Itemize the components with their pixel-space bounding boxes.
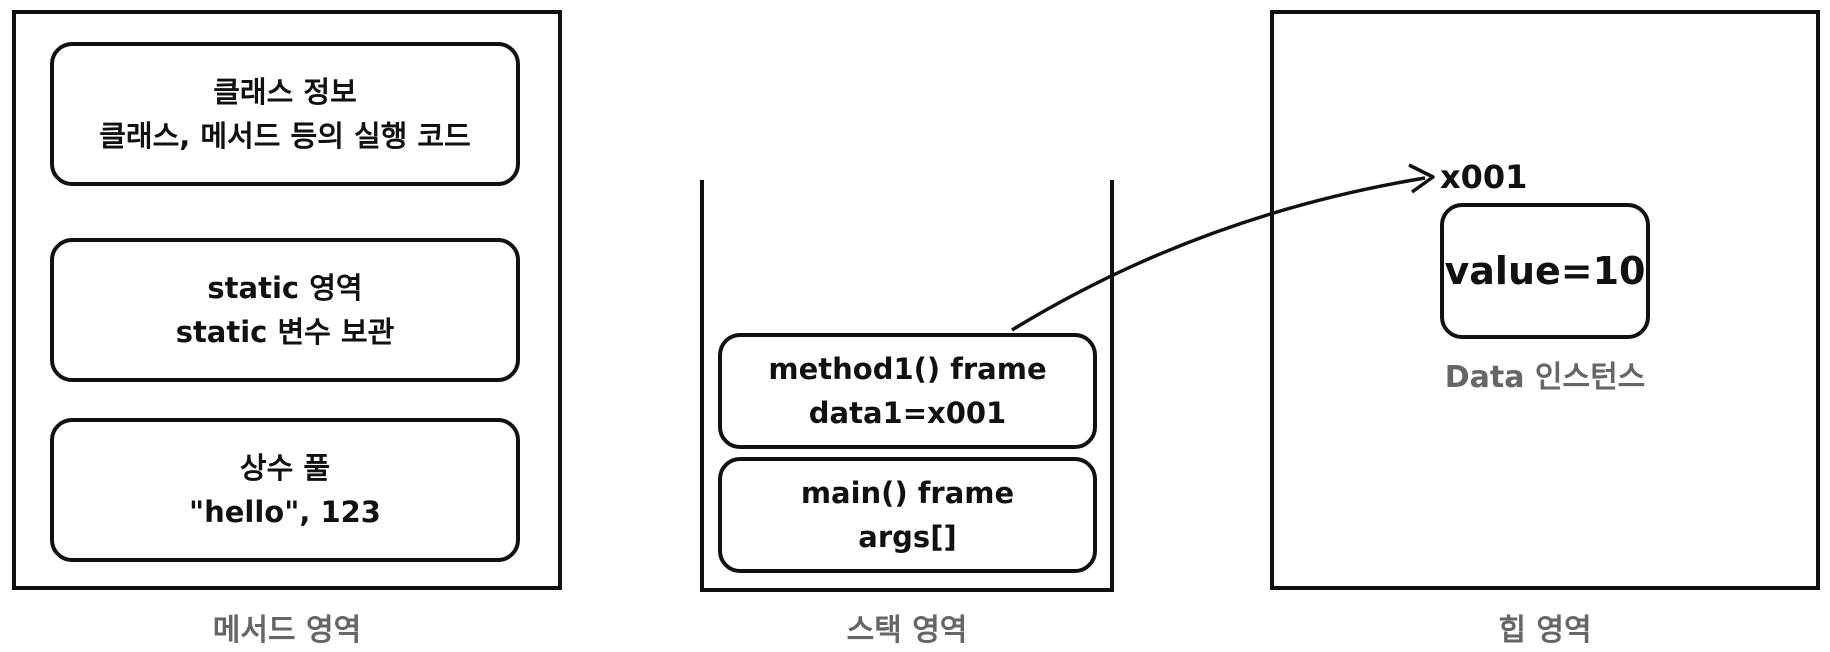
data-instance-box: value=10 xyxy=(1440,203,1650,339)
static-area-box: static 영역 static 변수 보관 xyxy=(50,238,520,382)
frame-method1-var: data1=x001 xyxy=(808,396,1007,430)
stack-container xyxy=(700,180,1114,592)
data-instance-caption: Data 인스턴스 xyxy=(1444,360,1646,395)
instance-value: value=10 xyxy=(1444,249,1646,293)
frame-method1-title: method1() frame xyxy=(768,352,1047,386)
stack-frame-method1: method1() frame data1=x001 xyxy=(718,333,1097,449)
constant-pool-title: 상수 풀 xyxy=(239,451,331,485)
static-area-desc: static 변수 보관 xyxy=(175,315,395,349)
static-area-title: static 영역 xyxy=(207,271,363,305)
frame-main-var: args[] xyxy=(858,520,957,554)
constant-pool-box: 상수 풀 "hello", 123 xyxy=(50,418,520,562)
stack-frame-main: main() frame args[] xyxy=(718,457,1097,573)
stack-area-caption: 스택 영역 xyxy=(846,613,968,648)
class-info-title: 클래스 정보 xyxy=(213,75,357,109)
instance-address-label: x001 xyxy=(1440,158,1528,196)
constant-pool-desc: "hello", 123 xyxy=(189,495,381,529)
frame-main-title: main() frame xyxy=(800,476,1015,510)
class-info-desc: 클래스, 메서드 등의 실행 코드 xyxy=(99,119,471,153)
method-area-caption: 메서드 영역 xyxy=(212,613,362,648)
class-info-box: 클래스 정보 클래스, 메서드 등의 실행 코드 xyxy=(50,42,520,186)
heap-area-caption: 힙 영역 xyxy=(1498,613,1592,648)
